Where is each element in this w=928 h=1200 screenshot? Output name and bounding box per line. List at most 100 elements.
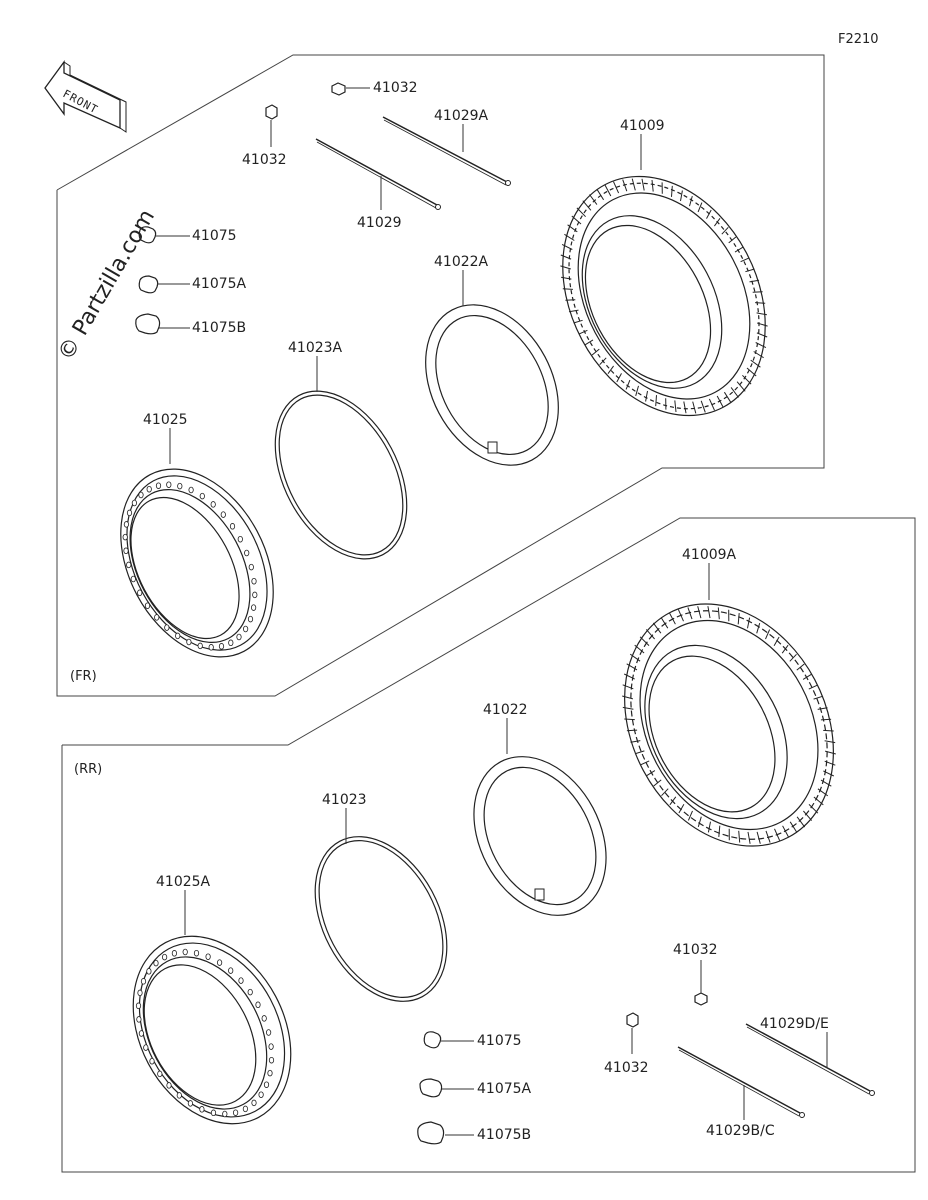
spoke-hole [137, 989, 143, 997]
tread-mark [707, 606, 711, 619]
tread-mark [624, 718, 635, 721]
tread-mark [622, 684, 634, 690]
spoke-hole [267, 1069, 273, 1077]
tread-mark [622, 706, 634, 710]
tread-mark [671, 185, 673, 197]
spoke-hole [228, 639, 234, 647]
tread-mark [808, 684, 818, 690]
label-front-41075A: 41075A [192, 276, 247, 292]
rear-rim-band-icon [314, 836, 448, 1002]
spoke-hole [255, 1001, 261, 1009]
tread-mark [823, 729, 834, 732]
tread-mark [718, 825, 721, 837]
tread-mark [802, 673, 812, 680]
front-rim-band-icon [274, 390, 408, 560]
spoke-hole [243, 625, 249, 633]
rear-valve-cap-icon [694, 992, 708, 1006]
spoke-hole [146, 485, 152, 493]
tread-mark [824, 740, 836, 744]
spoke-hole [136, 1016, 142, 1023]
spoke-hole [244, 549, 250, 557]
rear-rim-icon [132, 935, 292, 1125]
tread-mark [749, 279, 760, 283]
spoke-hole [144, 602, 151, 609]
rear-section-tag: (RR) [74, 762, 102, 777]
front-arrow-icon: FRONT [44, 60, 127, 133]
tread-mark [640, 760, 650, 766]
rear-balance-weight-icon [423, 1031, 442, 1049]
spoke-hole [233, 1109, 239, 1116]
spoke-hole [242, 1105, 248, 1113]
tread-mark [824, 760, 836, 766]
spoke-hole [199, 1106, 205, 1113]
tread-mark [765, 830, 771, 843]
tread-mark [723, 391, 732, 404]
spoke-hole [188, 486, 194, 494]
spoke-hole [186, 638, 192, 646]
rear-balance-weight-b-icon [417, 1121, 445, 1145]
front-tire-icon [562, 175, 766, 417]
label-rear-41075B: 41075B [477, 1127, 531, 1143]
tread-mark [820, 718, 832, 721]
spoke-hole [229, 523, 236, 530]
tread-mark [697, 202, 703, 213]
front-balance-weight-b-icon [135, 313, 161, 335]
tread-mark [655, 395, 657, 407]
spoke-hole [140, 978, 147, 985]
spoke-hole [261, 1015, 267, 1022]
tread-mark [661, 788, 669, 797]
tread-mark [773, 636, 780, 647]
label-front-41025: 41025 [143, 412, 188, 428]
tread-mark [680, 190, 683, 202]
spoke-hole [247, 988, 253, 996]
tread-mark [796, 663, 805, 671]
rear-rim-spoke-holes [135, 948, 275, 1118]
tread-mark [645, 629, 655, 640]
spoke-hole [217, 959, 223, 966]
tread-mark [584, 339, 594, 346]
tread-mark [808, 804, 819, 814]
tread-mark [781, 644, 789, 654]
tread-mark [568, 309, 579, 313]
tread-mark [716, 395, 724, 408]
spoke-hole [268, 1056, 275, 1064]
tread-mark [817, 788, 829, 797]
tread-mark [599, 357, 607, 366]
tread-mark [573, 319, 583, 324]
label-rear-41032-left: 41032 [604, 1060, 649, 1076]
tread-mark [582, 200, 592, 211]
spoke-hole [247, 615, 254, 623]
label-front-41075B: 41075B [192, 320, 246, 336]
tread-mark [817, 707, 828, 710]
tread-mark [774, 828, 781, 841]
spoke-hole [251, 604, 257, 611]
spoke-hole [166, 1082, 172, 1089]
spoke-hole [187, 1100, 193, 1107]
tread-mark [697, 606, 702, 619]
spoke-hole [123, 521, 130, 528]
spoke-hole [263, 1081, 270, 1088]
spoke-hole [146, 968, 152, 975]
spoke-hole [236, 633, 242, 641]
tread-mark [560, 254, 572, 260]
spoke-hole [137, 589, 143, 597]
front-section-frame [56, 54, 825, 697]
label-front-41029: 41029 [357, 215, 402, 231]
spoke-hole [218, 643, 225, 650]
spoke-hole [149, 1057, 155, 1065]
spoke-hole [155, 482, 162, 489]
tread-mark [571, 215, 582, 225]
spoke-hole [182, 948, 188, 956]
label-rear-41009A: 41009A [682, 547, 737, 563]
tread-mark [708, 398, 715, 411]
tread-mark [630, 740, 641, 743]
spoke-hole [138, 491, 144, 499]
tread-mark [639, 636, 650, 646]
tread-mark [564, 233, 575, 241]
tread-mark [677, 609, 684, 622]
tread-mark [689, 195, 693, 207]
tread-mark [626, 729, 638, 732]
label-front-41029A: 41029A [434, 108, 489, 124]
front-section-tag: (FR) [70, 669, 97, 684]
spoke-hole [252, 591, 258, 599]
